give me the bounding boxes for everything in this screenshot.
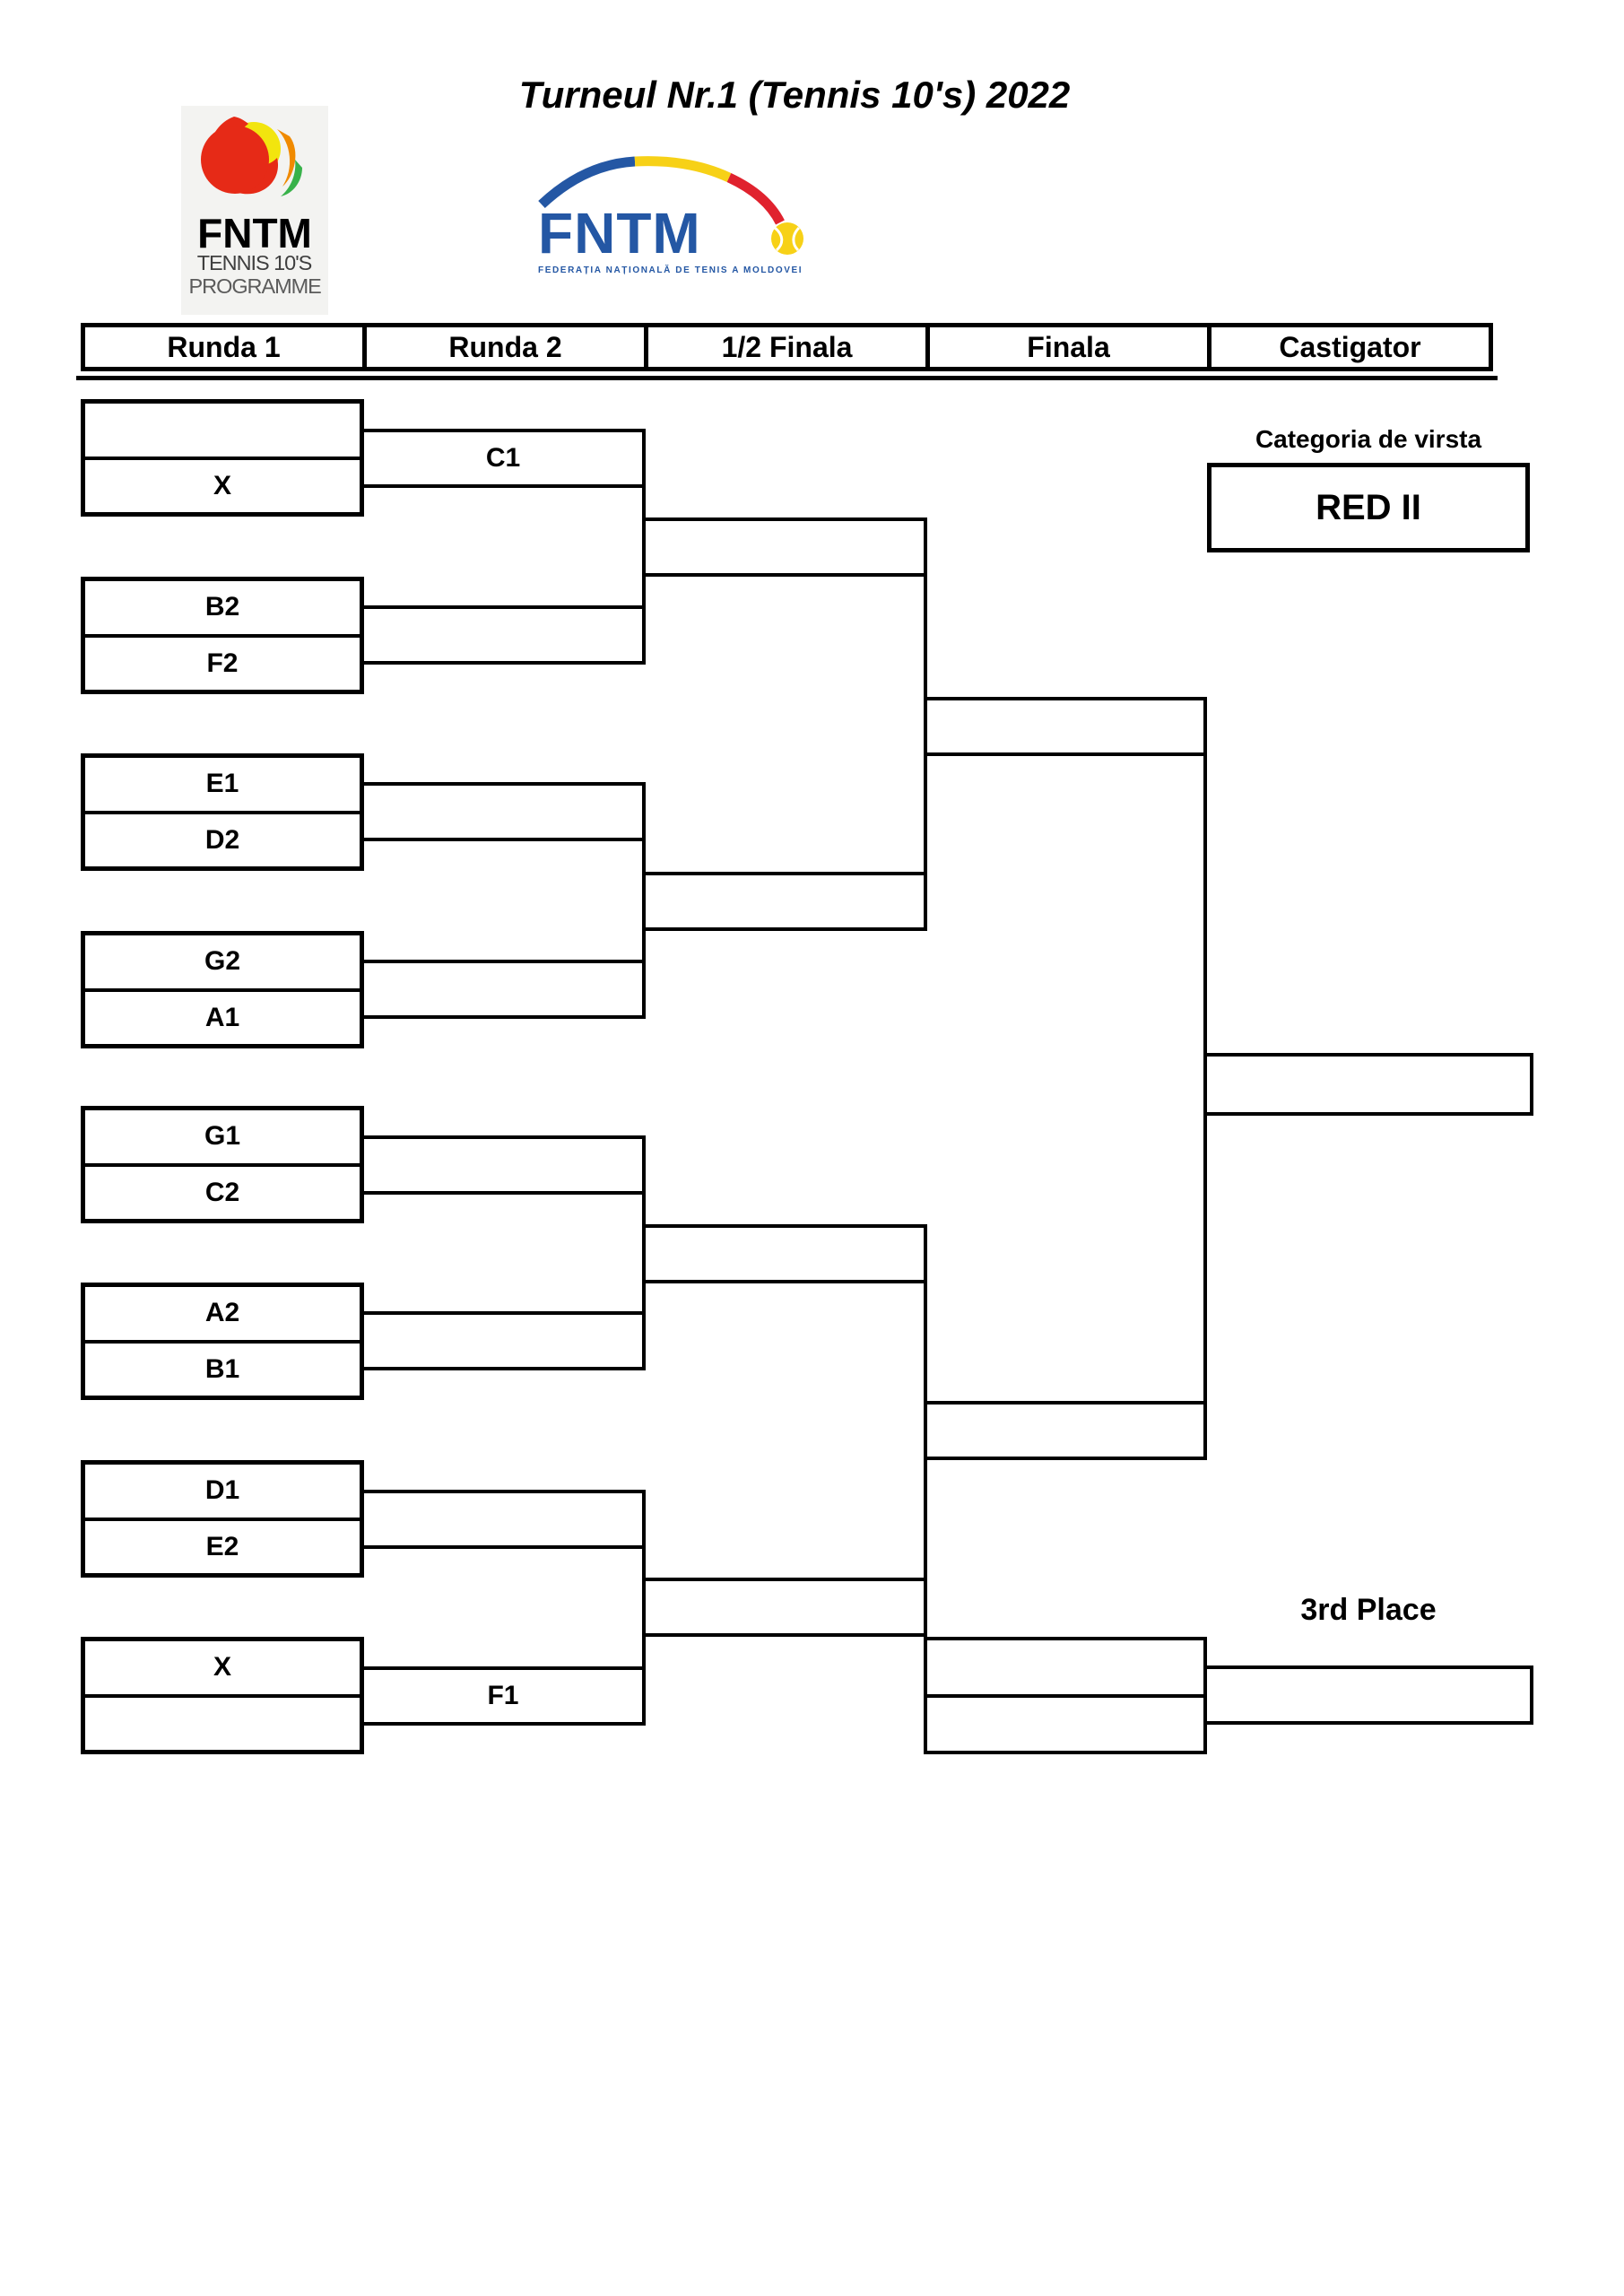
- final-slot-1: [927, 697, 1207, 756]
- federation-logo-name: FNTM: [538, 201, 701, 265]
- final-join-line: [1203, 697, 1207, 1460]
- slot-pair7-bottom: E2: [205, 1531, 239, 1561]
- tennis10s-programme-logo: FNTM TENNIS 10'S PROGRAMME: [181, 106, 328, 315]
- round2-slot-2: [364, 605, 646, 665]
- semifinal-slot-3: [646, 1224, 927, 1283]
- slot-pair2-bottom: F2: [206, 648, 239, 678]
- round1-pair-1: X: [81, 399, 364, 517]
- semifinal-slot-1: [646, 517, 927, 577]
- semifinal-join-line-top: [924, 517, 927, 931]
- slot-pair2-top: B2: [85, 581, 360, 638]
- slot-pair3-top: E1: [85, 758, 360, 814]
- round2-join-line-2: [642, 782, 646, 1019]
- semifinal-slot-2: [646, 872, 927, 931]
- round2-join-line-1: [642, 429, 646, 665]
- header-castigator: Castigator: [1207, 323, 1493, 371]
- round2-slot-6: [364, 1311, 646, 1370]
- round2-slot-4: [364, 960, 646, 1019]
- header-semifinal: 1/2 Finala: [644, 323, 930, 371]
- programme-logo-line3: PROGRAMME: [188, 274, 321, 298]
- federation-logo: FNTM FEDERAȚIA NAȚIONALĂ DE TENIS A MOLD…: [536, 144, 846, 287]
- round2-slot-8: F1: [364, 1666, 646, 1726]
- round2-slot-7: [364, 1490, 646, 1549]
- slot-pair8-top: X: [85, 1641, 360, 1698]
- winner-slot: [1203, 1053, 1533, 1116]
- programme-logo-line2: TENNIS 10'S: [197, 251, 313, 274]
- category-label: Categoria de virsta: [1255, 425, 1482, 453]
- third-place-label: 3rd Place: [1300, 1593, 1437, 1627]
- header-final: Finala: [925, 323, 1211, 371]
- federation-logo-subtitle: FEDERAȚIA NAȚIONALĂ DE TENIS A MOLDOVEI: [538, 265, 803, 275]
- round2-slot-1: C1: [364, 429, 646, 488]
- flame-logo-icon: [201, 117, 302, 196]
- round1-pair-5: G1 C2: [81, 1106, 364, 1223]
- round2-slot-3: [364, 782, 646, 841]
- slot-pair6-top: A2: [85, 1287, 360, 1344]
- round1-pair-4: G2 A1: [81, 931, 364, 1048]
- header-runda-2: Runda 2: [362, 323, 648, 371]
- federation-arc-ball-icon: [538, 156, 803, 255]
- round1-pair-2: B2 F2: [81, 577, 364, 694]
- category-value-box: RED II: [1207, 463, 1530, 552]
- slot-third-top: [927, 1640, 1203, 1698]
- slot-pair4-top: G2: [85, 935, 360, 992]
- slot-pair1-bottom: X: [213, 470, 231, 500]
- round1-pair-3: E1 D2: [81, 753, 364, 871]
- slot-pair1-top: [85, 404, 360, 460]
- semifinal-slot-4: [646, 1578, 927, 1637]
- slot-pair3-bottom: D2: [204, 824, 240, 855]
- round2-join-line-3: [642, 1135, 646, 1370]
- round1-pair-7: D1 E2: [81, 1460, 364, 1578]
- slot-pair7-top: D1: [85, 1465, 360, 1521]
- round2-join-line-4: [642, 1490, 646, 1726]
- slot-pair5-bottom: C2: [204, 1177, 240, 1207]
- round1-pair-6: A2 B1: [81, 1283, 364, 1400]
- slot-third-bottom: [927, 1698, 1203, 1752]
- semifinal-join-line-bottom: [924, 1224, 927, 1637]
- header-runda-1: Runda 1: [81, 323, 367, 371]
- programme-logo-name: FNTM: [197, 210, 312, 257]
- final-slot-2: [927, 1401, 1207, 1460]
- round2-slot-5: [364, 1135, 646, 1195]
- slot-pair6-bottom: B1: [204, 1353, 240, 1384]
- round1-pair-8: X: [81, 1637, 364, 1754]
- third-place-slot: [1203, 1665, 1533, 1725]
- third-place-pair: [924, 1637, 1207, 1754]
- page-title: Turneul Nr.1 (Tennis 10's) 2022: [518, 74, 1071, 116]
- header-underline: [76, 376, 1498, 380]
- slot-pair4-bottom: A1: [204, 1002, 240, 1032]
- slot-pair5-top: G1: [85, 1110, 360, 1167]
- slot-pair8-bottom: [85, 1698, 360, 1751]
